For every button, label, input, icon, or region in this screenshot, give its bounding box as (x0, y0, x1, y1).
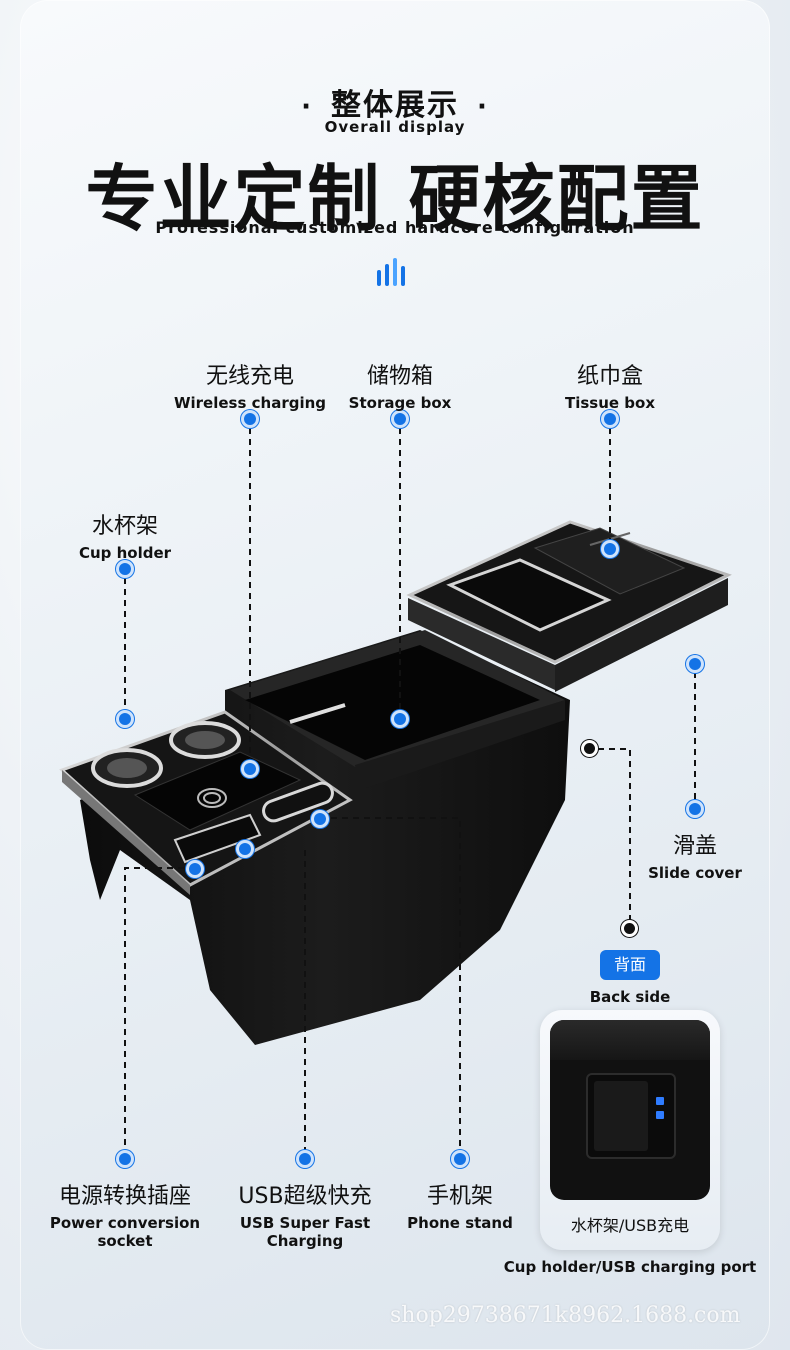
marker-back-bottom (624, 923, 635, 934)
marker-storage-point (394, 713, 406, 725)
subtitle-cn: · 整体展示 · (0, 80, 790, 124)
usb-port-icon (656, 1097, 664, 1105)
decorative-bars-icon (375, 258, 415, 292)
marker-back-top (584, 743, 595, 754)
back-side-photo (550, 1020, 710, 1200)
marker-usb-bottom (299, 1153, 311, 1165)
back-side-badge: 背面 (600, 950, 660, 980)
marker-phone-bottom (454, 1153, 466, 1165)
console-body (80, 630, 570, 1045)
shop-watermark: shop29738671k8962.1688.com (390, 1303, 741, 1328)
usb-port-icon (656, 1111, 664, 1119)
marker-tissue-top (604, 413, 616, 425)
bullet-dot: · (477, 92, 489, 122)
marker-tissue-point (604, 543, 616, 555)
main-title-cn: 专业定制 硬核配置 (85, 157, 705, 241)
marker-wireless-point (244, 763, 256, 775)
marker-usb-point (239, 843, 251, 855)
marker-cup-top (119, 563, 131, 575)
back-side-label: Back side (589, 988, 671, 1006)
marker-wireless-top (244, 413, 256, 425)
marker-phone-point (314, 813, 326, 825)
marker-power-point (189, 863, 201, 875)
marker-slide-bottom (689, 803, 701, 815)
main-title-en: Professional customized hardcore configu… (155, 218, 635, 237)
front-tray (59, 710, 353, 895)
subtitle-cn-text: 整体展示 (331, 88, 459, 123)
leader-lines (124, 428, 696, 1158)
marker-power-bottom (119, 1153, 131, 1165)
bullet-dot: · (301, 92, 313, 122)
subtitle-en: Overall display (324, 118, 466, 136)
marker-cup-point (119, 713, 131, 725)
back-side-caption: Cup holder/USB charging port (503, 1258, 757, 1276)
back-side-inset: 水杯架/USB充电 (540, 1010, 720, 1250)
inset-caption: 水杯架/USB充电 (570, 1216, 690, 1235)
marker-slide-point (689, 658, 701, 670)
marker-storage-top (394, 413, 406, 425)
rear-lid (406, 520, 732, 692)
